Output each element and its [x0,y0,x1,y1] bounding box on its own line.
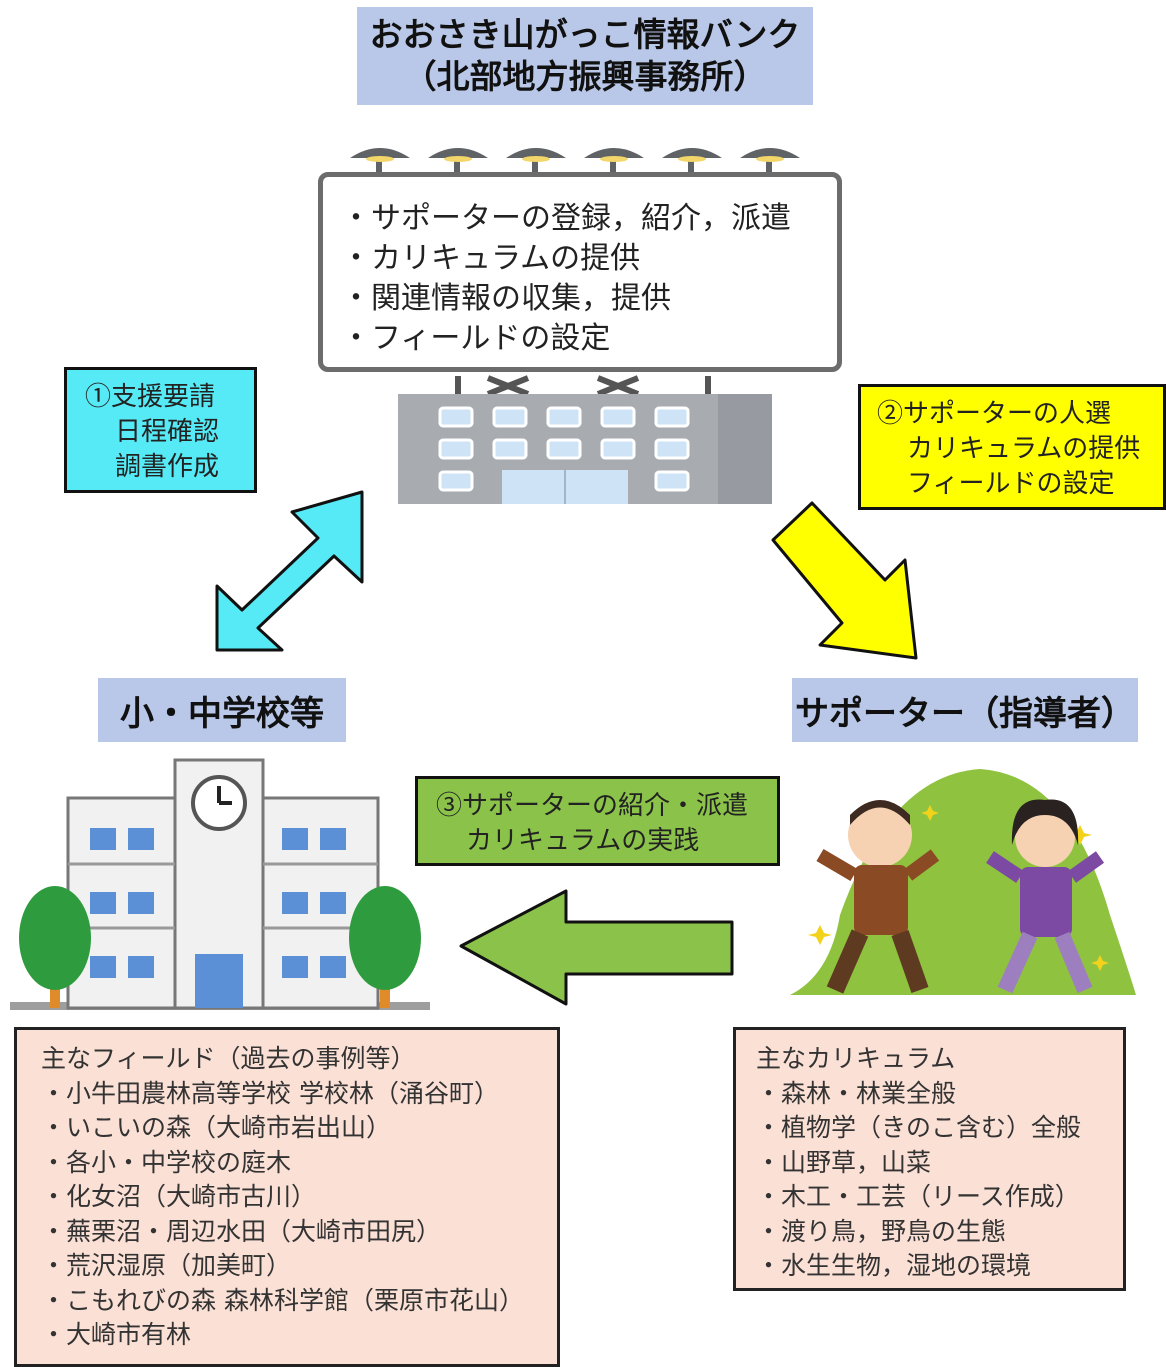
step3-line: ③サポーターの紹介・派遣 [436,791,749,821]
woman-icon [986,799,1105,994]
title-line-2: （北部地方振興事務所） [403,57,767,96]
step2-line: カリキュラムの提供 [907,434,1141,464]
step3-line: カリキュラムの実践 [466,826,700,856]
step1-line: 調書作成 [115,452,220,482]
lamp-icon [584,148,644,172]
lamp-icon [506,148,566,172]
step2-line: ②サポーターの人選 [877,399,1112,429]
step2-line: フィールドの設定 [907,469,1115,499]
fields-heading: 主なフィールド（過去の事例等） [41,1044,416,1073]
curriculum-item: ・山野草，山菜 [756,1147,932,1177]
field-item: ・いこいの森（大崎市岩出山） [41,1113,392,1142]
step1-line: 日程確認 [115,417,220,447]
step3-callout: ③サポーターの紹介・派遣 カリキュラムの実践 [415,776,780,866]
office-building-icon [398,375,772,504]
function-item: ・サポーターの登録，紹介，派遣 [341,201,791,236]
field-item: ・小牛田農林高等学校 学校林（涌谷町） [41,1078,499,1108]
lamp-icon [740,148,800,172]
field-item: ・蕪栗沼・周辺水田（大崎市田尻） [41,1216,442,1246]
lamp-icon [662,148,722,172]
title-line-1: おおさき山がっこ情報バンク [369,15,801,54]
function-item: ・カリキュラムの提供 [341,241,641,276]
fields-note: 主なフィールド（過去の事例等） ・小牛田農林高等学校 学校林（涌谷町） ・いこい… [14,1027,560,1367]
function-item: ・関連情報の収集，提供 [341,281,671,316]
curriculum-item: ・渡り鳥，野鳥の生態 [756,1216,1007,1246]
billboard-lamps [350,148,800,172]
supporters-illustration-icon [790,769,1136,995]
curriculum-item: ・水生生物，湿地の環境 [756,1251,1032,1280]
step2-callout: ②サポーターの人選 カリキュラムの提供 フィールドの設定 [858,384,1166,510]
down-right-arrow-icon [771,501,918,660]
supporter-label: サポーター（指導者） [792,678,1138,742]
curriculum-note: 主なカリキュラム ・森林・林業全般 ・植物学（きのこ含む）全般 ・山野草，山菜 … [733,1027,1126,1291]
field-item: ・化女沼（大崎市古川） [41,1182,317,1211]
curriculum-item: ・森林・林業全般 [756,1078,957,1108]
double-arrow-icon [215,490,364,652]
curriculum-item: ・木工・工芸（リース作成） [756,1182,1080,1211]
field-item: ・各小・中学校の庭木 [41,1147,292,1177]
school-building-icon [10,758,430,1010]
field-item: ・大崎市有林 [41,1320,192,1349]
left-arrow-icon [459,889,734,1006]
tree-icon [19,886,91,1008]
man-icon [816,800,940,994]
step1-line: ①支援要請 [85,382,216,412]
lamp-icon [350,148,410,172]
curriculum-heading: 主なカリキュラム [756,1044,956,1073]
lamp-icon [428,148,488,172]
step1-callout: ①支援要請 日程確認 調書作成 [64,367,257,493]
curriculum-item: ・植物学（きのこ含む）全般 [756,1113,1082,1142]
tree-icon [349,886,421,1008]
function-item: ・フィールドの設定 [341,321,611,356]
school-label: 小・中学校等 [98,678,346,742]
field-item: ・荒沢湿原（加美町） [41,1251,292,1280]
page-title: おおさき山がっこ情報バンク （北部地方振興事務所） [357,7,813,105]
field-item: ・こもれびの森 森林科学館（栗原市花山） [41,1285,524,1315]
bank-functions-board: ・サポーターの登録，紹介，派遣 ・カリキュラムの提供 ・関連情報の収集，提供 ・… [318,172,842,372]
